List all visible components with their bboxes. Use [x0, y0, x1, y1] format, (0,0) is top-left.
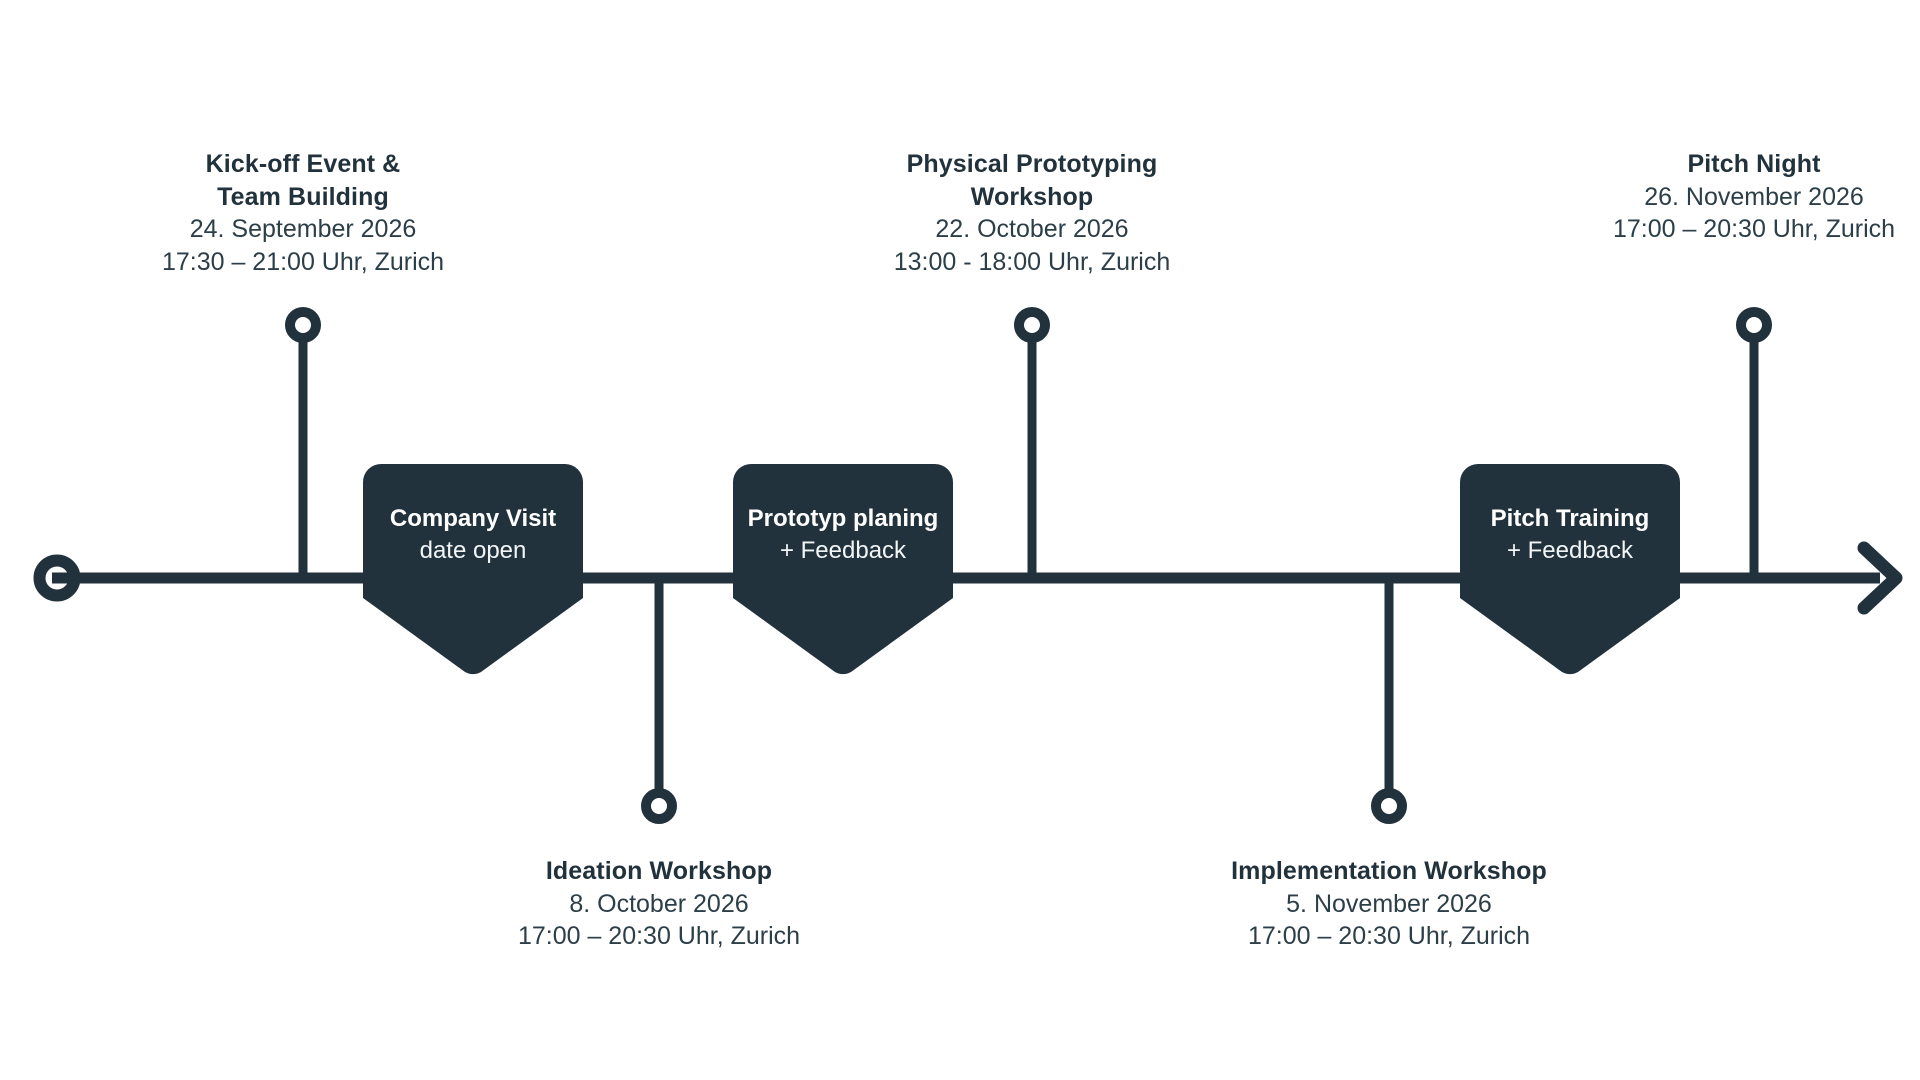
- milestone-label-ideation: Ideation Workshop 8. October 2026 17:00 …: [359, 855, 959, 953]
- milestone-date-pitch-night: 26. November 2026: [1644, 182, 1864, 211]
- milestone-title-physical-line2: Workshop: [970, 182, 1094, 211]
- milestone-title-implementation: Implementation Workshop: [1231, 857, 1547, 885]
- marker-ring-implementation-icon: [1371, 788, 1407, 824]
- milestone-title-kickoff-line2: Team Building: [217, 182, 389, 211]
- milestone-date-physical: 22. October 2026: [935, 215, 1129, 243]
- milestone-time-physical: 13:00 - 18:00 Uhr, Zurich: [893, 247, 1171, 276]
- milestone-label-implementation: Implementation Workshop 5. November 2026…: [1089, 855, 1689, 953]
- marker-ring-pitch-night-icon: [1736, 307, 1772, 343]
- timeline-end-arrow-icon: [1857, 541, 1903, 615]
- milestone-time-ideation: 17:00 – 20:30 Uhr, Zurich: [517, 922, 801, 950]
- milestone-title-physical-line1: Physical Prototyping: [906, 150, 1158, 178]
- milestone-date-kickoff: 24. September 2026: [189, 215, 417, 243]
- milestone-label-physical-prototyping: Physical Prototyping Workshop 22. Octobe…: [732, 148, 1332, 278]
- badge-shape-pitch-training[interactable]: [1460, 464, 1680, 675]
- milestone-title-pitch-night: Pitch Night: [1687, 150, 1821, 178]
- marker-ring-ideation-icon: [641, 788, 677, 824]
- milestone-date-implementation: 5. November 2026: [1286, 889, 1492, 918]
- milestone-label-pitch-night: Pitch Night 26. November 2026 17:00 – 20…: [1454, 148, 1920, 246]
- marker-ring-physical-prototyping-icon: [1014, 307, 1050, 343]
- milestone-time-pitch-night: 17:00 – 20:30 Uhr, Zurich: [1612, 215, 1896, 243]
- milestone-time-implementation: 17:00 – 20:30 Uhr, Zurich: [1247, 922, 1531, 950]
- milestone-title-ideation: Ideation Workshop: [545, 857, 773, 885]
- badge-shape-prototyp-planing[interactable]: [733, 464, 953, 675]
- milestone-title-kickoff-line1: Kick-off Event &: [205, 150, 401, 178]
- milestone-time-kickoff: 17:30 – 21:00 Uhr, Zurich: [161, 247, 445, 276]
- marker-ring-kickoff-icon: [285, 307, 321, 343]
- milestone-label-kickoff: Kick-off Event & Team Building 24. Septe…: [3, 148, 603, 278]
- timeline-start-ring-icon: [33, 554, 81, 602]
- badge-shape-company-visit[interactable]: [363, 464, 583, 675]
- milestone-date-ideation: 8. October 2026: [569, 889, 749, 918]
